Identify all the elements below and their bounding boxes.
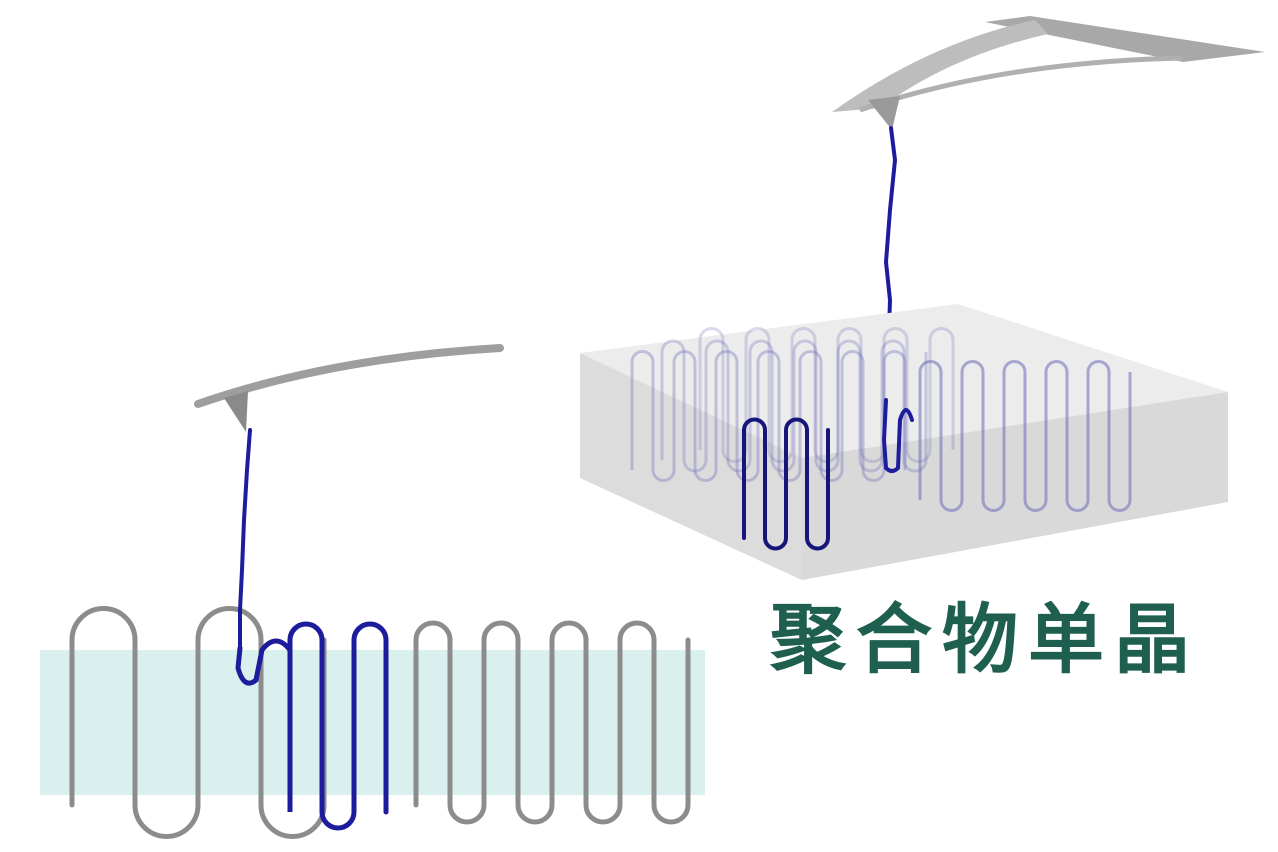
crystal-side-face	[802, 392, 1228, 580]
caption-title: 聚合物单晶	[770, 595, 1200, 684]
folded-chain-gray-right	[413, 620, 691, 825]
afm-cantilever-icon	[985, 16, 1265, 62]
crystal-chain-row	[630, 350, 907, 482]
crystal-lamella-band	[40, 650, 705, 795]
afm-tip-icon	[224, 391, 248, 432]
pulled-chain-folds	[235, 621, 389, 831]
right-scene	[580, 16, 1265, 580]
crystal-top-face	[580, 304, 1228, 458]
crystal-chain-row	[918, 360, 1132, 512]
polymer-single-crystal-icon	[580, 304, 1228, 580]
crystal-chain-row	[660, 339, 928, 473]
afm-cantilever-arm	[832, 20, 1048, 112]
folded-chain-gray-left	[69, 606, 327, 839]
afm-cantilever-icon	[194, 344, 504, 408]
afm-tip-icon	[868, 96, 900, 130]
pulled-chain-strand	[238, 428, 252, 650]
pulled-chain-exit	[881, 398, 914, 473]
pulled-chain-folds-in-crystal	[742, 417, 830, 551]
left-scene	[40, 344, 705, 839]
crystal-front-face	[580, 353, 802, 580]
